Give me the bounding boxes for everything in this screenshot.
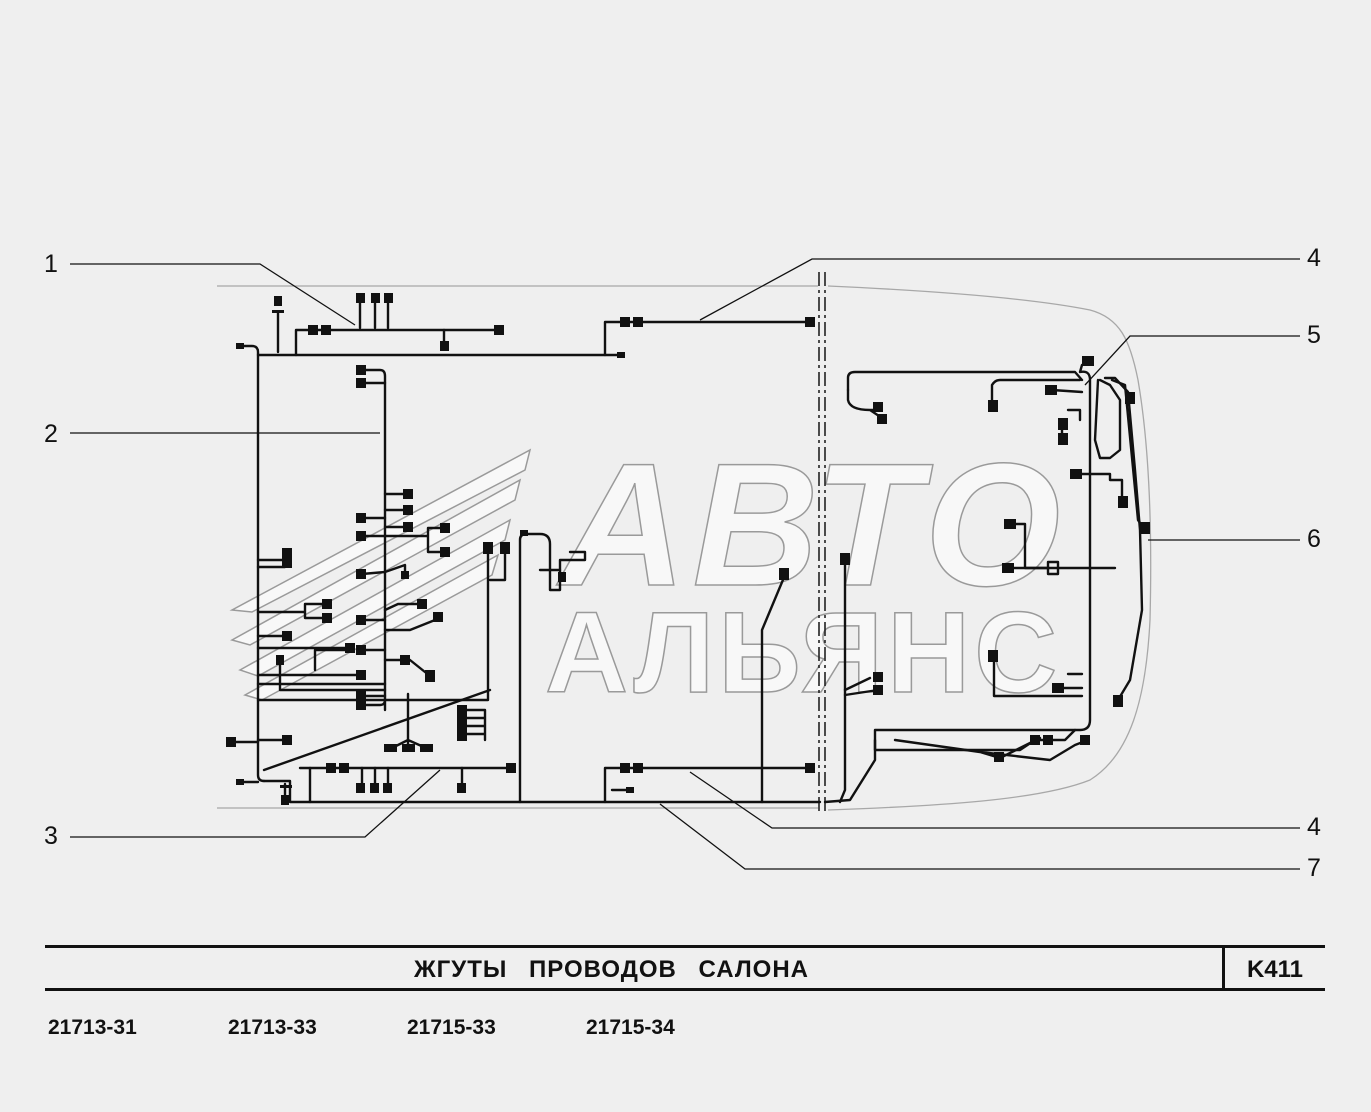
callout-6-label: 6 [1307, 525, 1321, 553]
watermark-line2: АЛЬЯНС [545, 589, 1061, 717]
model-number: 21715-34 [586, 1016, 675, 1039]
callout-4-top-label: 4 [1307, 244, 1321, 272]
connectors [226, 293, 1150, 805]
model-number: 21713-31 [48, 1016, 137, 1039]
callout-5-label: 5 [1307, 321, 1321, 349]
callout-4-bottom-label: 4 [1307, 813, 1321, 841]
leader-lines [70, 258, 1300, 870]
diagram-title: ЖГУТЫ ПРОВОДОВ САЛОНА [413, 956, 810, 983]
watermark: АВТО АЛЬЯНС [229, 427, 1066, 718]
watermark-line1: АВТО [556, 428, 1066, 623]
car-outline [217, 285, 1152, 811]
callout-3-label: 3 [44, 822, 58, 850]
title-block: ЖГУТЫ ПРОВОДОВ САЛОНА K411 [45, 945, 1325, 991]
separator [818, 272, 826, 815]
diagram-code: K411 [1246, 956, 1304, 983]
watermark-stripes [229, 448, 532, 701]
model-number: 21715-33 [407, 1016, 496, 1039]
model-number: 21713-33 [228, 1016, 317, 1039]
callout-7-label: 7 [1307, 854, 1321, 882]
title-divider [1222, 945, 1225, 991]
callout-1-label: 1 [44, 250, 58, 278]
callout-2-label: 2 [44, 420, 58, 448]
